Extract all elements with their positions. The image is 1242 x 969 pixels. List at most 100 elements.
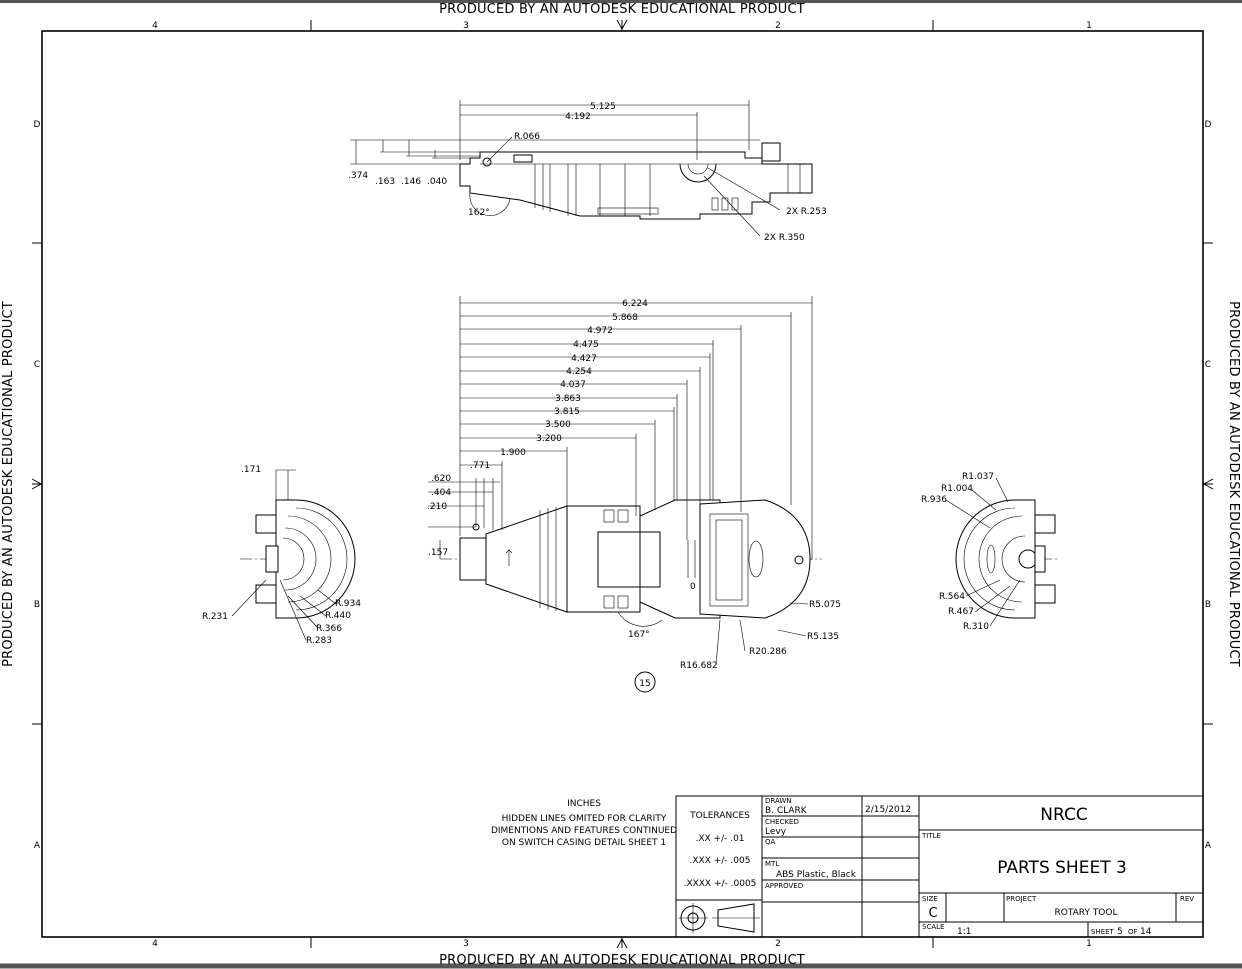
drawing-title: PARTS SHEET 3: [997, 858, 1127, 878]
dim-front-r5075: R5.075: [809, 600, 841, 610]
checked-label: CHECKED: [765, 818, 799, 826]
drawn-by: B. CLARK: [765, 806, 808, 816]
rev-label: REV: [1180, 895, 1194, 903]
scale-value: 1:1: [957, 927, 971, 937]
size-label: SIZE: [922, 895, 938, 903]
of-label: OF: [1128, 928, 1138, 936]
zone-col-4-top: 4: [152, 21, 158, 31]
dim-top-162deg: 162°: [468, 208, 490, 218]
sheet-total: 14: [1140, 927, 1152, 937]
approved-label: APPROVED: [765, 882, 803, 890]
dim-top-040: .040: [427, 177, 447, 187]
dim-front-404: .404: [431, 488, 451, 498]
dim-front-620: .620: [431, 474, 451, 484]
item-balloon: 15: [639, 679, 650, 689]
zone-row-d-left: D: [34, 120, 41, 130]
zone-col-3-bottom: 3: [463, 939, 469, 949]
dim-front-5868: 5.868: [612, 313, 638, 323]
drawn-date: 2/15/2012: [865, 805, 911, 815]
dim-left-r283: R.283: [306, 636, 332, 646]
checked-by: Levy: [765, 827, 787, 837]
dim-top-r066: R.066: [514, 132, 540, 142]
dim-front-4427: 4.427: [571, 354, 597, 364]
dim-front-3815: 3.815: [554, 407, 580, 417]
mtl-label: MTL: [765, 860, 779, 868]
note-sheet-ref: ON SWITCH CASING DETAIL SHEET 1: [502, 838, 666, 848]
note-continued: DIMENTIONS AND FEATURES CONTINUED: [491, 826, 677, 836]
zone-row-b-right: B: [1205, 600, 1211, 610]
dim-front-771: .771: [470, 461, 490, 471]
dim-right-r1037: R1.037: [962, 472, 994, 482]
dim-front-167deg: 167°: [628, 630, 650, 640]
project-label: PROJECT: [1006, 895, 1037, 903]
tolerance-4-place: .XXXX +/- .0005: [684, 879, 757, 889]
zone-ticks: [31, 19, 1214, 949]
dim-left-171: .171: [241, 465, 261, 475]
watermark-right: PRODUCED BY AN AUTODESK EDUCATIONAL PROD…: [1226, 301, 1241, 667]
scale-label: SCALE: [922, 923, 944, 931]
zone-col-3-top: 3: [463, 21, 469, 31]
top-view: [350, 100, 813, 237]
dim-top-2xr350: 2X R.350: [764, 233, 805, 243]
zone-row-a-right: A: [1205, 841, 1212, 851]
projection-symbol-icon: [678, 903, 760, 933]
dim-left-r366: R.366: [316, 624, 342, 634]
dim-left-r934: R.934: [335, 599, 361, 609]
company-name: NRCC: [1040, 805, 1087, 825]
zone-col-2-top: 2: [775, 21, 781, 31]
material: ABS Plastic, Black: [776, 870, 857, 880]
dim-top-4192: 4.192: [565, 112, 591, 122]
dim-left-r231: R.231: [202, 612, 228, 622]
project-name: ROTARY TOOL: [1054, 908, 1117, 918]
note-units: INCHES: [567, 799, 601, 809]
zone-row-a-left: A: [34, 841, 41, 851]
zone-row-d-right: D: [1205, 120, 1212, 130]
note-hidden-lines: HIDDEN LINES OMITED FOR CLARITY: [502, 814, 667, 824]
dim-top-146: .146: [401, 177, 421, 187]
right-side-view: [945, 477, 1060, 627]
watermark-bottom: PRODUCED BY AN AUTODESK EDUCATIONAL PROD…: [439, 953, 805, 968]
zone-row-b-left: B: [34, 600, 40, 610]
tolerance-3-place: .XXX +/- .005: [690, 856, 751, 866]
tolerance-2-place: .XX +/- .01: [695, 834, 744, 844]
dim-front-4254: 4.254: [566, 367, 592, 377]
dim-front-6224: 6.224: [622, 299, 648, 309]
dim-front-r20286: R20.286: [749, 647, 787, 657]
dim-right-r310: R.310: [963, 622, 989, 632]
watermark-left: PRODUCED BY AN AUTODESK EDUCATIONAL PROD…: [1, 301, 16, 667]
title-label: TITLE: [921, 832, 941, 840]
front-view: [428, 296, 822, 693]
dim-front-3500: 3.500: [545, 420, 571, 430]
dim-front-1900: 1.900: [500, 448, 526, 458]
sheet-number: 5: [1117, 927, 1123, 937]
qa-label: QA: [765, 838, 776, 846]
dim-right-r564: R.564: [939, 592, 965, 602]
sheet-size: C: [928, 906, 937, 921]
zone-col-1-bottom: 1: [1086, 939, 1092, 949]
dim-front-4475: 4.475: [573, 340, 599, 350]
zone-col-4-bottom: 4: [152, 939, 158, 949]
dim-top-2xr253: 2X R.253: [786, 207, 827, 217]
dim-top-374: .374: [348, 171, 368, 181]
dim-front-3863: 3.863: [555, 394, 581, 404]
watermark-top: PRODUCED BY AN AUTODESK EDUCATIONAL PROD…: [439, 2, 805, 17]
zone-col-1-top: 1: [1086, 21, 1092, 31]
dim-front-4972: 4.972: [587, 326, 613, 336]
zone-row-c-right: C: [1205, 360, 1211, 370]
dim-right-r1004: R1.004: [941, 484, 973, 494]
dim-left-r440: R.440: [325, 611, 351, 621]
dim-top-163: .163: [375, 177, 395, 187]
dim-top-5125: 5.125: [590, 102, 616, 112]
dim-front-3200: 3.200: [536, 434, 562, 444]
dim-front-r16682: R16.682: [680, 661, 718, 671]
dim-front-157: .157: [428, 548, 448, 558]
dim-front-210: .210: [427, 502, 447, 512]
drawn-label: DRAWN: [765, 797, 792, 805]
zone-col-2-bottom: 2: [775, 939, 781, 949]
dim-front-4037: 4.037: [560, 380, 586, 390]
dim-front-r5135: R5.135: [807, 632, 839, 642]
dim-right-r936: R.936: [921, 495, 947, 505]
title-block: [675, 795, 1204, 938]
left-side-view: [231, 469, 356, 641]
